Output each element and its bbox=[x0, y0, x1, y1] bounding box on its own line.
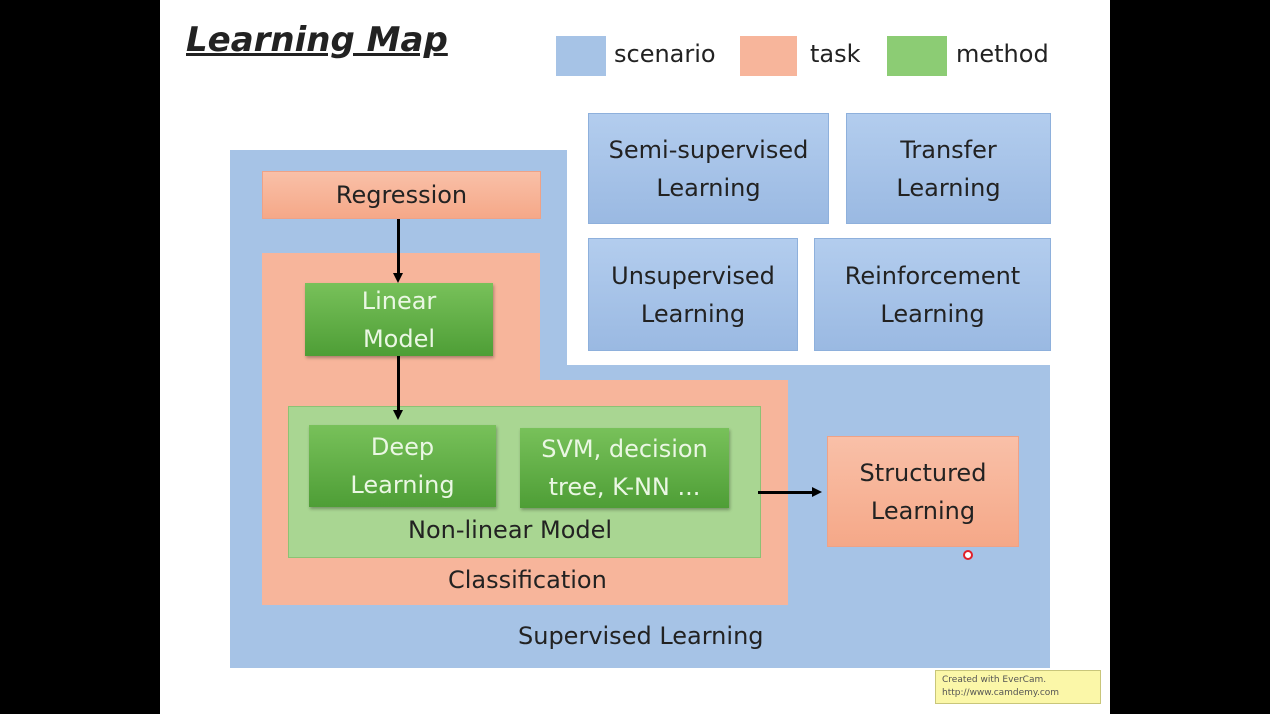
structured-learning-label: Structured Learning bbox=[859, 458, 987, 525]
semi-supervised-box: Semi-supervised Learning bbox=[588, 113, 829, 224]
watermark: Created with EverCam. http://www.camdemy… bbox=[935, 670, 1101, 704]
legend-scenario-swatch bbox=[556, 36, 606, 76]
svm-tree-knn-label: SVM, decision tree, K-NN ... bbox=[541, 435, 708, 501]
cursor-pointer-icon bbox=[963, 550, 973, 560]
deep-learning-box: Deep Learning bbox=[309, 425, 496, 507]
reinforcement-box: Reinforcement Learning bbox=[814, 238, 1051, 351]
svm-tree-knn-box: SVM, decision tree, K-NN ... bbox=[520, 428, 729, 508]
transfer-box: Transfer Learning bbox=[846, 113, 1051, 224]
watermark-line2: http://www.camdemy.com bbox=[942, 688, 1060, 698]
slide-title: Learning Map bbox=[186, 20, 448, 60]
linear-model-box: Linear Model bbox=[305, 283, 493, 356]
arrowhead bbox=[393, 410, 403, 420]
unsupervised-label: Unsupervised Learning bbox=[611, 261, 775, 328]
structured-learning-box: Structured Learning bbox=[827, 436, 1019, 547]
arrowhead bbox=[393, 273, 403, 283]
nonlinear-model-label: Non-linear Model bbox=[408, 516, 613, 544]
transfer-label: Transfer Learning bbox=[896, 135, 1001, 202]
legend-method-swatch bbox=[887, 36, 947, 76]
slide: Learning Map scenario task method Superv… bbox=[160, 0, 1110, 714]
arrow-regression-to-linear bbox=[397, 219, 400, 274]
linear-model-label: Linear Model bbox=[361, 286, 437, 353]
regression-label: Regression bbox=[335, 181, 468, 209]
legend-task-swatch bbox=[740, 36, 797, 76]
supervised-learning-label: Supervised Learning bbox=[518, 622, 764, 650]
legend-method-label: method bbox=[956, 40, 1049, 68]
reinforcement-label: Reinforcement Learning bbox=[844, 261, 1021, 328]
unsupervised-box: Unsupervised Learning bbox=[588, 238, 798, 351]
deep-learning-label: Deep Learning bbox=[350, 433, 455, 499]
arrowhead bbox=[812, 487, 822, 497]
semi-supervised-label: Semi-supervised Learning bbox=[608, 135, 809, 202]
legend-scenario-label: scenario bbox=[614, 40, 716, 68]
watermark-line1: Created with EverCam. bbox=[942, 675, 1047, 685]
classification-label: Classification bbox=[448, 566, 607, 594]
regression-box: Regression bbox=[262, 171, 541, 219]
arrow-to-structured bbox=[758, 491, 813, 494]
arrow-linear-to-deep bbox=[397, 356, 400, 411]
legend-task-label: task bbox=[810, 40, 861, 68]
